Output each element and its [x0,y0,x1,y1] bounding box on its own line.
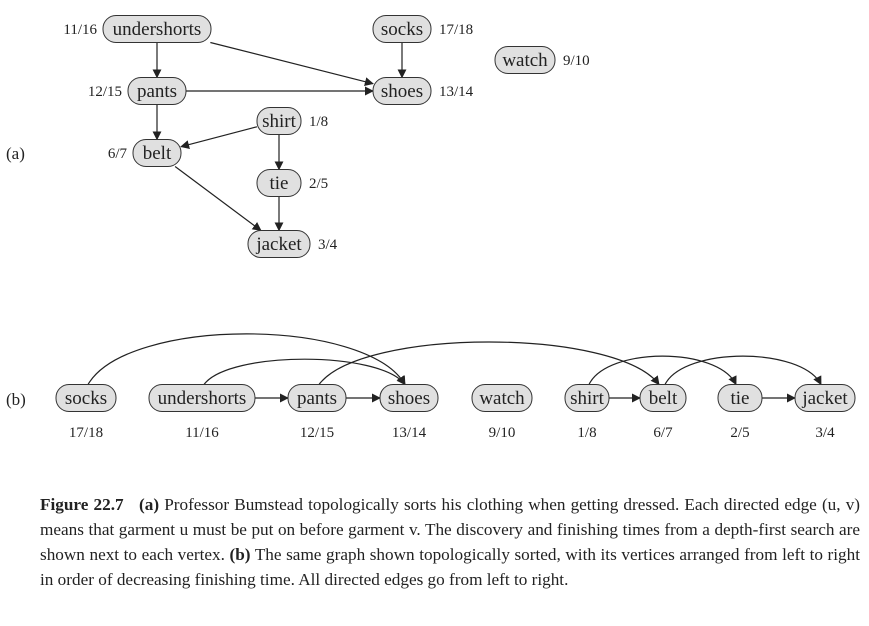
node-jacket-label-b: jacket [801,388,848,409]
node-socks-label-b: socks [65,388,107,409]
figure-label: Figure 22.7 [40,495,124,514]
graph-b: socks 17/18 undershorts 11/16 pants 12/15 shoe… [55,333,856,441]
node-watch-box-a [494,46,556,74]
caption-part-b-text: The same graph shown topologically sorte… [40,545,860,589]
node-jacket-box-b [794,384,856,412]
graph-a: undershorts 11/16 socks 17/18 watch 9/10 pants… [63,15,590,258]
node-jacket-b: jacket [794,384,856,412]
node-shoes-box-b [379,384,439,412]
node-shoes-b: shoes [379,384,439,412]
node-tie-a: tie [256,169,302,197]
node-shirt-label-b: shirt [570,388,605,409]
node-tie-box-b [717,384,763,412]
node-belt-label-b: belt [649,388,678,409]
node-undershorts-b: undershorts [148,384,256,412]
caption-part-a-marker: (a) [139,495,160,514]
node-pants-a: pants [127,77,187,105]
node-pants-b: pants [287,384,347,412]
time-socks-a: 17/18 [439,22,473,38]
edge-a-belt-jacket [174,166,262,232]
node-jacket-a: jacket [247,230,311,258]
node-belt-box-a [132,139,182,167]
edge-b-belt-jacket [664,355,822,386]
node-undershorts-a: undershorts [102,15,212,43]
time-shoes-a: 13/14 [439,84,474,100]
node-watch-b: watch [471,384,533,412]
clothing-dag-diagram: (a) (b) undershorts 11/16 socks 17/18 watch 9… [6,15,856,441]
node-shirt-b: shirt [564,384,610,412]
edge-b-undershorts-shoes [203,358,406,386]
time-pants-a: 12/15 [88,84,122,100]
node-tie-label-a: tie [270,173,289,194]
node-watch-label-a: watch [502,50,548,71]
node-undershorts-label-a: undershorts [113,19,202,40]
node-shoes-label-a: shoes [381,81,423,102]
node-tie-label-b: tie [731,388,750,409]
edge-b-shirt-tie [588,355,737,386]
node-shirt-label-a: shirt [262,111,297,132]
node-socks-box-a [372,15,432,43]
node-tie-box-a [256,169,302,197]
edge-a-undershorts-shoes [210,41,374,87]
node-pants-label-a: pants [137,81,177,102]
node-shirt-a: shirt [256,107,302,135]
part-a-label: (a) [6,144,25,163]
time-socks-b: 17/18 [69,425,103,441]
time-belt-a: 6/7 [108,146,128,162]
caption-part-b-marker: (b) [229,545,251,564]
time-belt-b: 6/7 [653,425,673,441]
time-pants-b: 12/15 [300,425,334,441]
node-watch-box-b [471,384,533,412]
time-shoes-b: 13/14 [392,425,427,441]
node-shoes-label-b: shoes [388,388,430,409]
node-watch-label-b: watch [479,388,525,409]
time-jacket-a: 3/4 [318,237,338,253]
node-shoes-box-a [372,77,432,105]
node-belt-box-b [639,384,687,412]
figure-caption: Figure 22.7 (a) Professor Bumstead topol… [40,492,860,592]
node-jacket-box-a [247,230,311,258]
node-shirt-box-b [564,384,610,412]
node-pants-box-a [127,77,187,105]
time-undershorts-a: 11/16 [63,22,97,38]
node-jacket-label-a: jacket [255,234,302,255]
edge-b-pants-belt [318,341,660,386]
node-belt-label-a: belt [143,143,172,164]
node-socks-b: socks [55,384,117,412]
node-belt-a: belt [132,139,182,167]
time-watch-b: 9/10 [489,425,516,441]
time-watch-a: 9/10 [563,53,590,69]
time-shirt-a: 1/8 [309,114,328,130]
time-undershorts-b: 11/16 [185,425,219,441]
node-shoes-a: shoes [372,77,432,105]
time-shirt-b: 1/8 [577,425,596,441]
node-shirt-box-a [256,107,302,135]
node-socks-a: socks [372,15,432,43]
part-b-label: (b) [6,390,26,409]
edge-b-socks-shoes [87,333,406,386]
node-tie-b: tie [717,384,763,412]
node-undershorts-label-b: undershorts [158,388,247,409]
caption-part-a-text: Professor Bumstead topologically sorts h… [40,495,861,564]
node-pants-box-b [287,384,347,412]
node-belt-b: belt [639,384,687,412]
node-undershorts-box-b [148,384,256,412]
time-tie-a: 2/5 [309,176,328,192]
node-socks-box-b [55,384,117,412]
node-pants-label-b: pants [297,388,337,409]
edge-a-shirt-belt [180,126,258,150]
time-jacket-b: 3/4 [815,425,835,441]
time-tie-b: 2/5 [730,425,749,441]
node-watch-a: watch [494,46,556,74]
node-socks-label-a: socks [381,19,423,40]
node-undershorts-box-a [102,15,212,43]
